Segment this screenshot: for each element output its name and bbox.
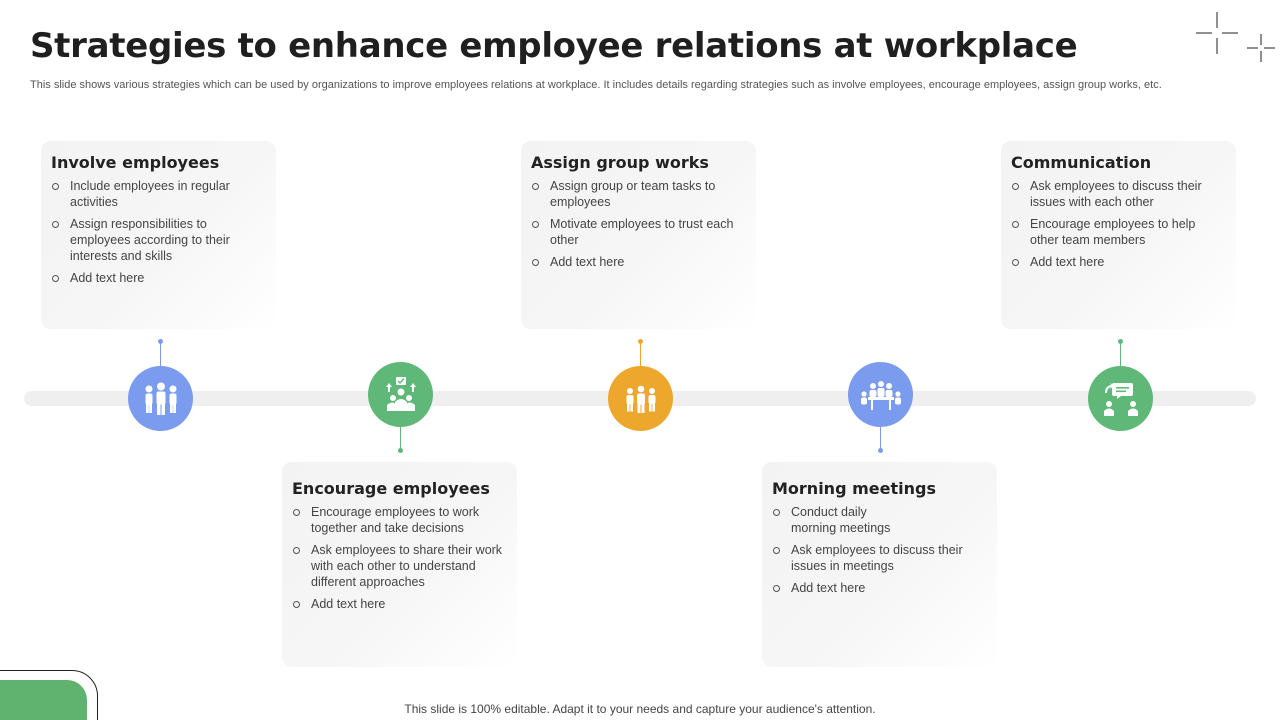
step-title: Communication — [1011, 153, 1152, 172]
footer-note: This slide is 100% editable. Adapt it to… — [404, 702, 876, 716]
connector-line — [160, 342, 161, 366]
connector-dot — [878, 448, 883, 453]
list-item: Encourage employees to help other team m… — [1011, 216, 1211, 248]
list-item: Include employees in regular activities — [51, 178, 266, 210]
crosshair-small-icon — [1247, 34, 1275, 62]
connector-dot — [638, 339, 643, 344]
meeting-table-icon — [860, 380, 901, 410]
connector-dot — [398, 448, 403, 453]
page-subtitle: This slide shows various strategies whic… — [30, 79, 1162, 91]
step-card-morning-meetings: Morning meetings Conduct daily morning m… — [762, 462, 997, 667]
group-of-people-icon — [145, 382, 176, 415]
list-item: Add text here — [51, 270, 266, 286]
page-title: Strategies to enhance employee relations… — [30, 26, 1078, 66]
list-item: Add text here — [292, 596, 507, 612]
step-title: Involve employees — [51, 153, 220, 172]
team-icon — [626, 385, 655, 413]
step-card-assign-group-works: Assign group works Assign group or team … — [521, 141, 756, 329]
list-item: Add text here — [531, 254, 746, 270]
list-item: Add text here — [1011, 254, 1226, 270]
list-item: Ask employees to discuss their issues in… — [772, 542, 987, 574]
corner-decoration-outline — [0, 670, 98, 720]
connector-line — [880, 427, 881, 451]
step-node-communication — [1088, 366, 1153, 431]
step-card-communication: Communication Ask employees to discuss t… — [1001, 141, 1236, 329]
list-item: Conduct daily morning meetings — [772, 504, 902, 536]
step-node-morning-meetings — [848, 362, 913, 427]
step-title: Encourage employees — [292, 479, 490, 498]
list-item: Motivate employees to trust each other — [531, 216, 746, 248]
list-item: Ask employees to discuss their issues wi… — [1011, 178, 1226, 210]
bullet-list: Conduct daily morning meetings Ask emplo… — [772, 504, 987, 596]
list-item: Ask employees to share their work with e… — [292, 542, 507, 590]
connector-line — [400, 427, 401, 451]
step-node-involve-employees — [128, 366, 193, 431]
step-node-encourage-employees — [368, 362, 433, 427]
step-title: Assign group works — [531, 153, 709, 172]
connector-dot — [1118, 339, 1123, 344]
step-node-assign-group-works — [608, 366, 673, 431]
step-card-involve-employees: Involve employees Include employees in r… — [41, 141, 276, 329]
list-item: Assign responsibilities to employees acc… — [51, 216, 266, 264]
bullet-list: Include employees in regular activities … — [51, 178, 266, 286]
connector-line — [1120, 342, 1121, 366]
team-growth-icon — [385, 376, 416, 411]
step-title: Morning meetings — [772, 479, 936, 498]
bullet-list: Encourage employees to work together and… — [292, 504, 507, 612]
bullet-list: Assign group or team tasks to employees … — [531, 178, 746, 270]
connector-dot — [158, 339, 163, 344]
step-card-encourage-employees: Encourage employees Encourage employees … — [282, 462, 517, 667]
corner-decoration — [0, 680, 87, 720]
communication-icon — [1103, 382, 1138, 416]
list-item: Add text here — [772, 580, 987, 596]
bullet-list: Ask employees to discuss their issues wi… — [1011, 178, 1226, 270]
crosshair-icon — [1196, 12, 1238, 54]
list-item: Encourage employees to work together and… — [292, 504, 507, 536]
connector-line — [640, 342, 641, 366]
list-item: Assign group or team tasks to employees — [531, 178, 746, 210]
